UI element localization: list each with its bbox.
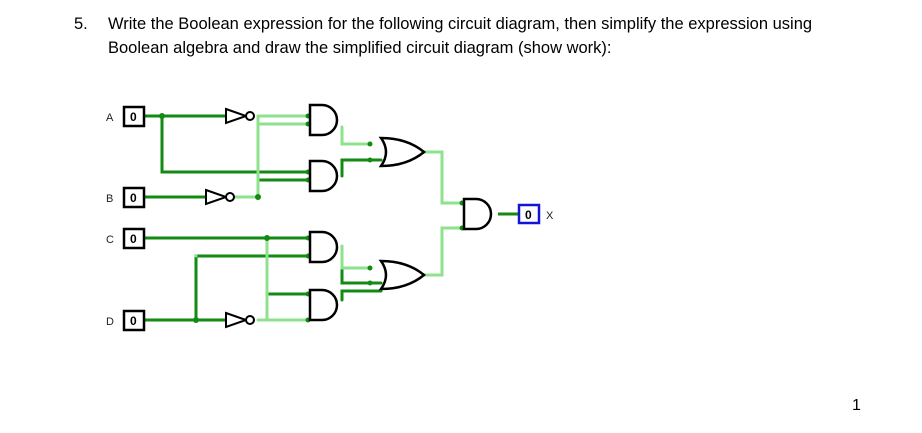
output-value-x: 0 [525, 208, 532, 222]
question-number: 5. [74, 15, 88, 33]
output-pin-x[interactable]: 0 X [517, 203, 554, 225]
and-gate-4 [308, 288, 339, 322]
input-label-d: D [106, 316, 114, 328]
not-gate-b [205, 188, 235, 206]
input-pin-b[interactable]: B 0 [106, 186, 146, 209]
input-label-c: C [106, 234, 114, 246]
wires-dark [143, 114, 383, 322]
input-pin-a[interactable]: A 0 [106, 105, 146, 128]
question-text: Write the Boolean expression for the fol… [108, 15, 813, 57]
and-gate-1 [308, 103, 339, 137]
input-value-c: 0 [130, 232, 137, 246]
page-number: 1 [852, 397, 861, 414]
input-value-d: 0 [130, 314, 137, 328]
input-label-b: B [106, 193, 113, 205]
and-gate-final [462, 197, 493, 231]
and-gate-3 [308, 230, 339, 264]
input-label-a: A [106, 112, 114, 124]
input-pin-d[interactable]: D 0 [106, 309, 146, 332]
wires-light [194, 114, 464, 322]
not-gate-d [225, 311, 255, 329]
input-value-a: 0 [130, 110, 137, 124]
input-value-b: 0 [130, 191, 137, 205]
not-gate-a [225, 107, 255, 125]
or-gate-1 [378, 136, 426, 168]
input-pin-c[interactable]: C 0 [106, 227, 146, 250]
output-label-x: X [546, 210, 554, 222]
and-gate-2 [308, 159, 339, 193]
or-gate-2 [378, 259, 426, 291]
